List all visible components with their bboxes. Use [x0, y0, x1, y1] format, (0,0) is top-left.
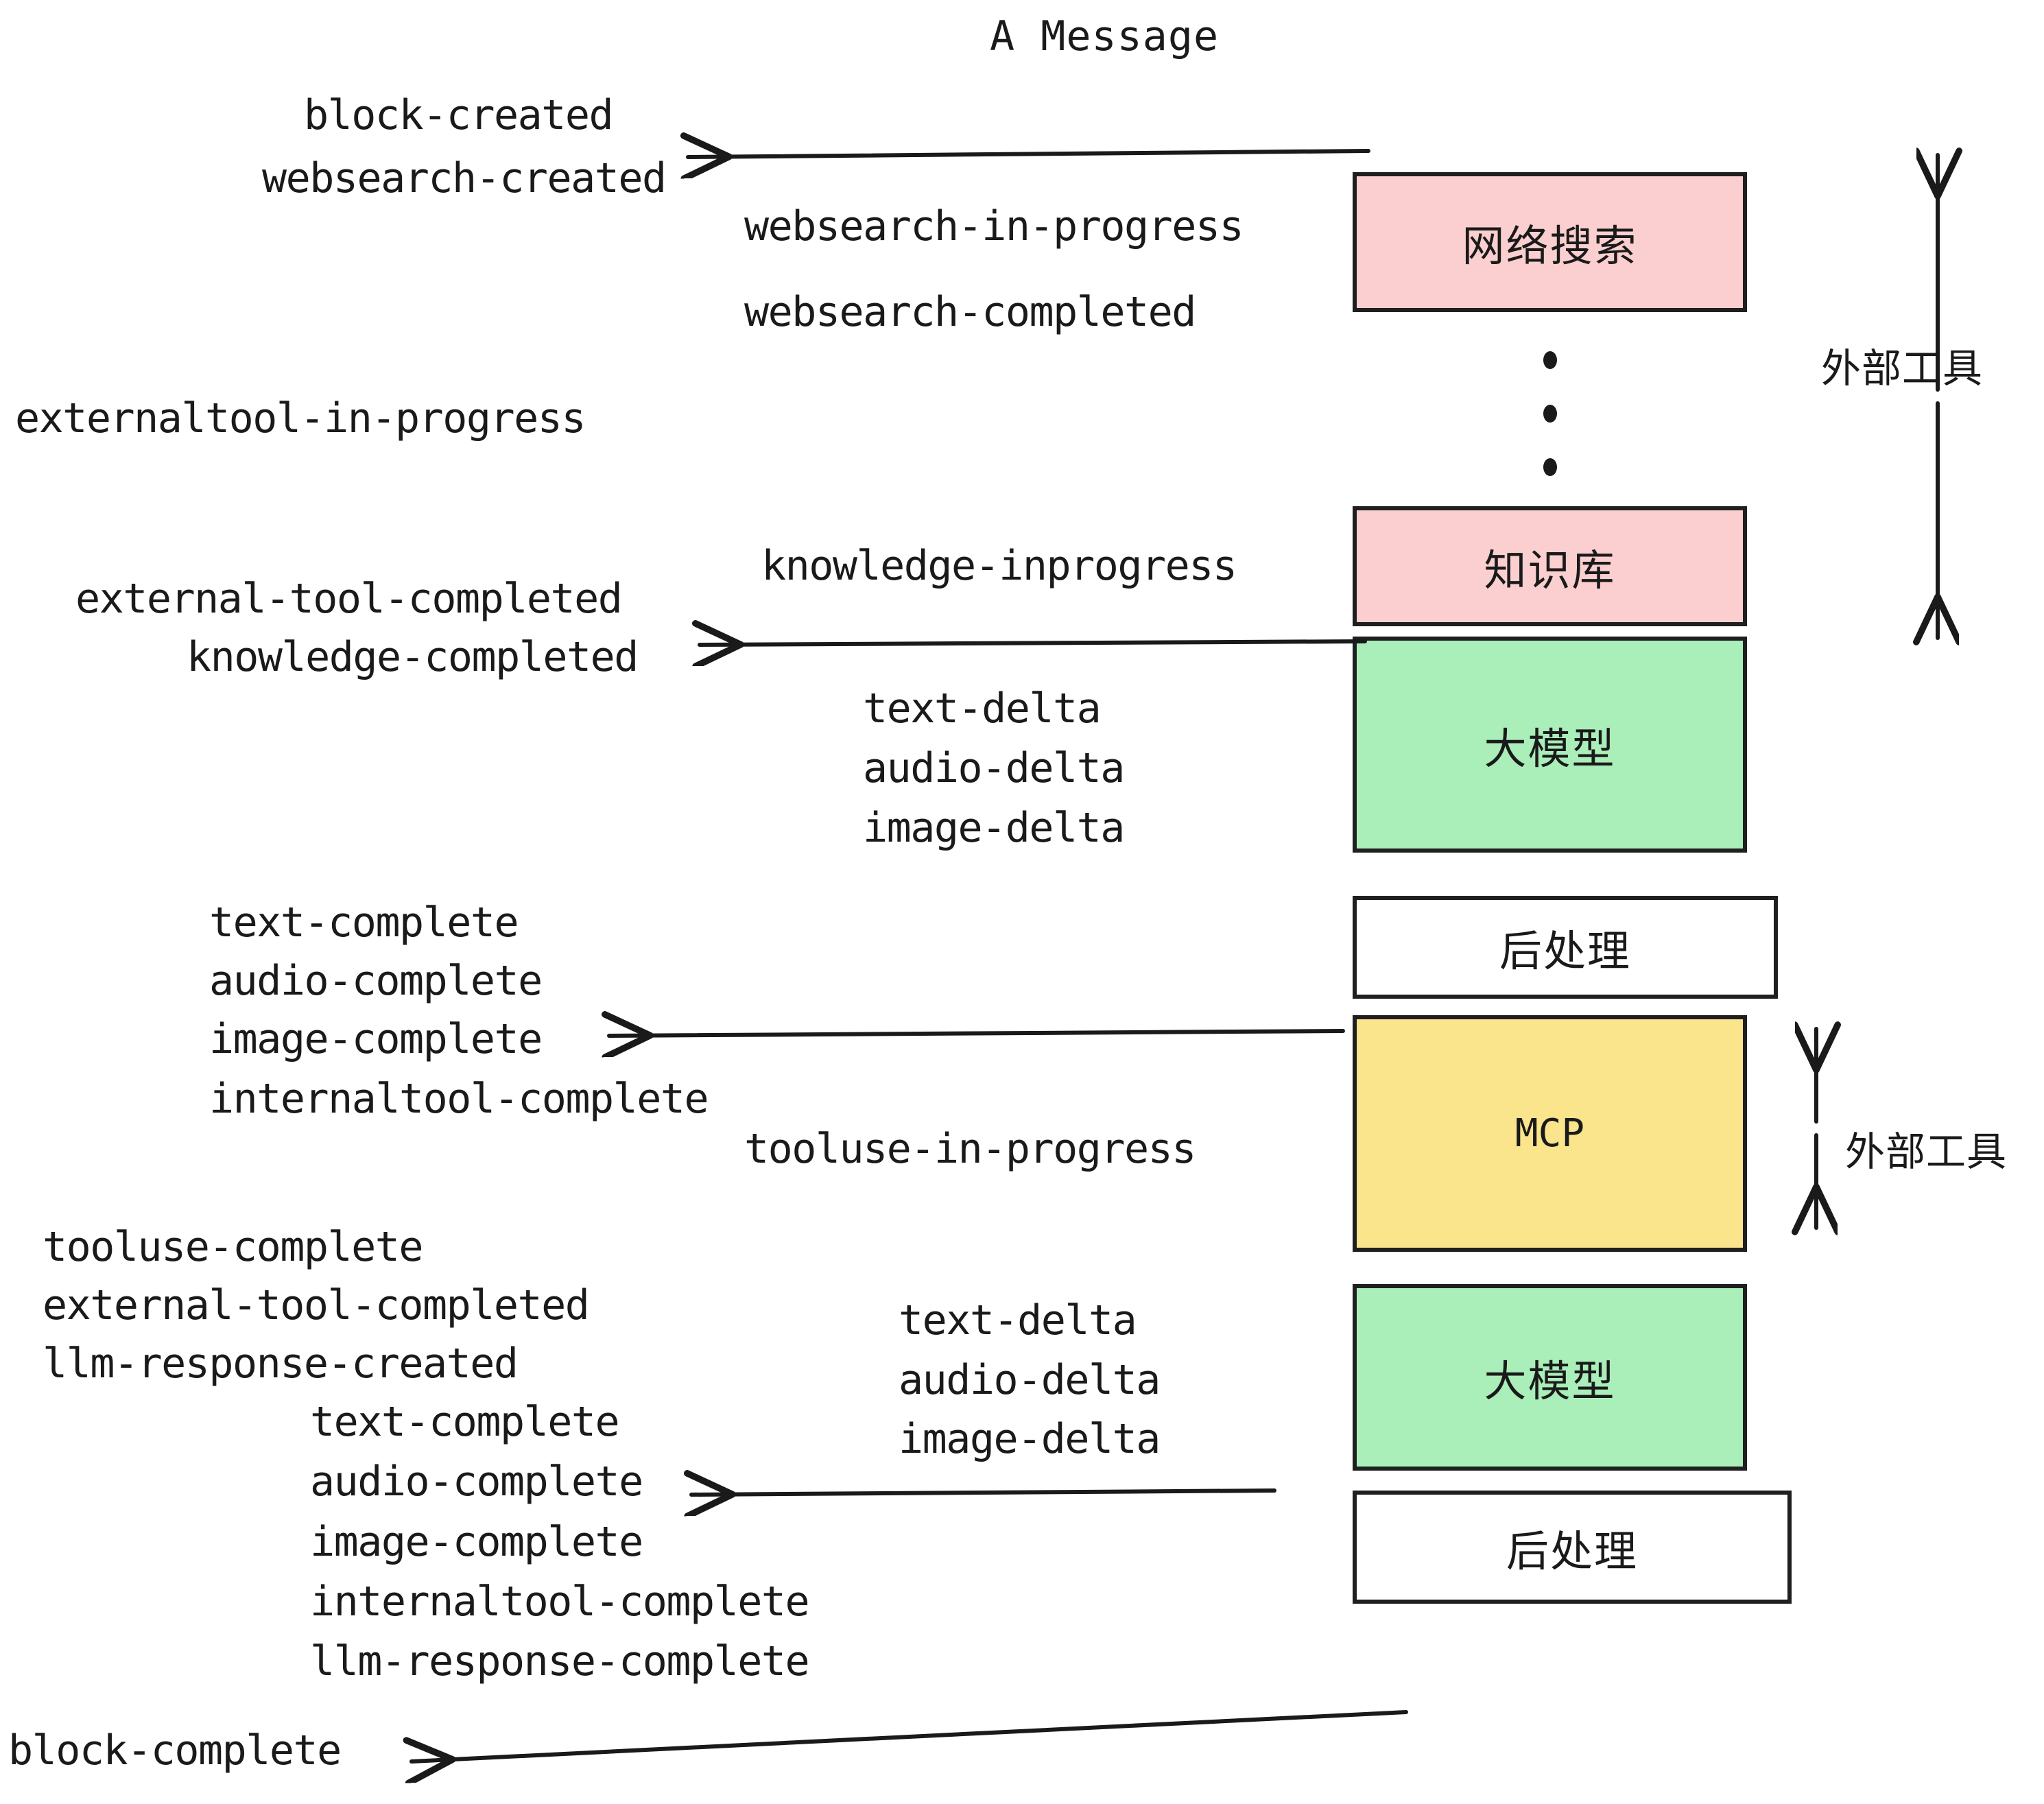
box-label: 大模型	[1484, 723, 1616, 774]
event-label-audio-complete-2: audio-complete	[310, 1458, 643, 1506]
box-postprocess-2: 后处理	[1353, 1491, 1792, 1604]
box-knowledge: 知识库	[1353, 506, 1747, 626]
event-label-tooluse-complete: tooluse-complete	[43, 1223, 423, 1271]
arrow-block-complete	[412, 1710, 1408, 1761]
event-label-image-delta-1: image-delta	[863, 804, 1125, 852]
event-label-external-tool-completed-2: external-tool-completed	[43, 1281, 590, 1329]
event-label-audio-complete-1: audio-complete	[209, 957, 543, 1005]
event-label-llm-response-created: llm-response-created	[43, 1340, 519, 1388]
ellipsis-dot	[1543, 458, 1557, 476]
box-label: 后处理	[1499, 926, 1631, 976]
event-label-text-complete-1: text-complete	[209, 899, 519, 947]
box-label: 后处理	[1506, 1526, 1638, 1576]
box-llm-1: 大模型	[1353, 637, 1747, 853]
box-label: 网络搜索	[1462, 221, 1638, 271]
event-label-audio-delta-2: audio-delta	[899, 1356, 1161, 1404]
event-label-image-delta-2: image-delta	[899, 1415, 1161, 1463]
box-postprocess-1: 后处理	[1353, 896, 1778, 999]
event-label-block-complete: block-complete	[8, 1726, 342, 1775]
event-label-websearch-created: websearch-created	[262, 154, 667, 202]
event-label-externaltool-in-progress: externaltool-in-progress	[15, 394, 586, 442]
group-label-external-tools-mcp: 外部工具	[1845, 1128, 2008, 1175]
event-label-knowledge-completed: knowledge-completed	[187, 633, 639, 681]
box-label: 知识库	[1484, 545, 1616, 595]
ellipsis-dot	[1543, 351, 1557, 369]
event-label-external-tool-completed-1: external-tool-completed	[75, 575, 623, 623]
box-websearch: 网络搜索	[1353, 172, 1747, 312]
arrow-block-created	[688, 151, 1370, 157]
event-label-text-delta-1: text-delta	[863, 685, 1102, 733]
double-headed-arrows	[1816, 155, 1938, 1228]
event-label-knowledge-inprogress: knowledge-inprogress	[761, 542, 1237, 590]
group-label-external-tools-top: 外部工具	[1821, 345, 1984, 392]
event-label-websearch-in-progress: websearch-in-progress	[744, 202, 1244, 250]
page-title: A Message	[990, 12, 1220, 60]
event-label-block-created: block-created	[304, 91, 614, 139]
box-label: 大模型	[1484, 1356, 1616, 1406]
ellipsis-dot	[1543, 405, 1557, 423]
event-label-image-complete-2: image-complete	[310, 1518, 643, 1566]
event-label-llm-response-complete: llm-response-complete	[310, 1637, 810, 1685]
box-mcp: MCP	[1353, 1015, 1747, 1252]
event-label-internaltool-complete-2: internaltool-complete	[310, 1578, 810, 1626]
arrow-knowledge-completed	[700, 641, 1367, 645]
arrow-audio-complete	[691, 1491, 1276, 1495]
event-label-audio-delta-1: audio-delta	[863, 744, 1125, 792]
event-label-image-complete-1: image-complete	[209, 1015, 543, 1063]
event-label-tooluse-in-progress: tooluse-in-progress	[744, 1125, 1196, 1173]
event-label-text-complete-2: text-complete	[310, 1398, 620, 1446]
event-label-text-delta-2: text-delta	[899, 1296, 1137, 1344]
box-llm-2: 大模型	[1353, 1284, 1747, 1471]
arrow-image-complete	[609, 1031, 1345, 1036]
event-label-websearch-completed: websearch-completed	[744, 288, 1196, 336]
box-label: MCP	[1514, 1111, 1585, 1156]
event-label-internaltool-complete-1: internaltool-complete	[209, 1075, 709, 1123]
